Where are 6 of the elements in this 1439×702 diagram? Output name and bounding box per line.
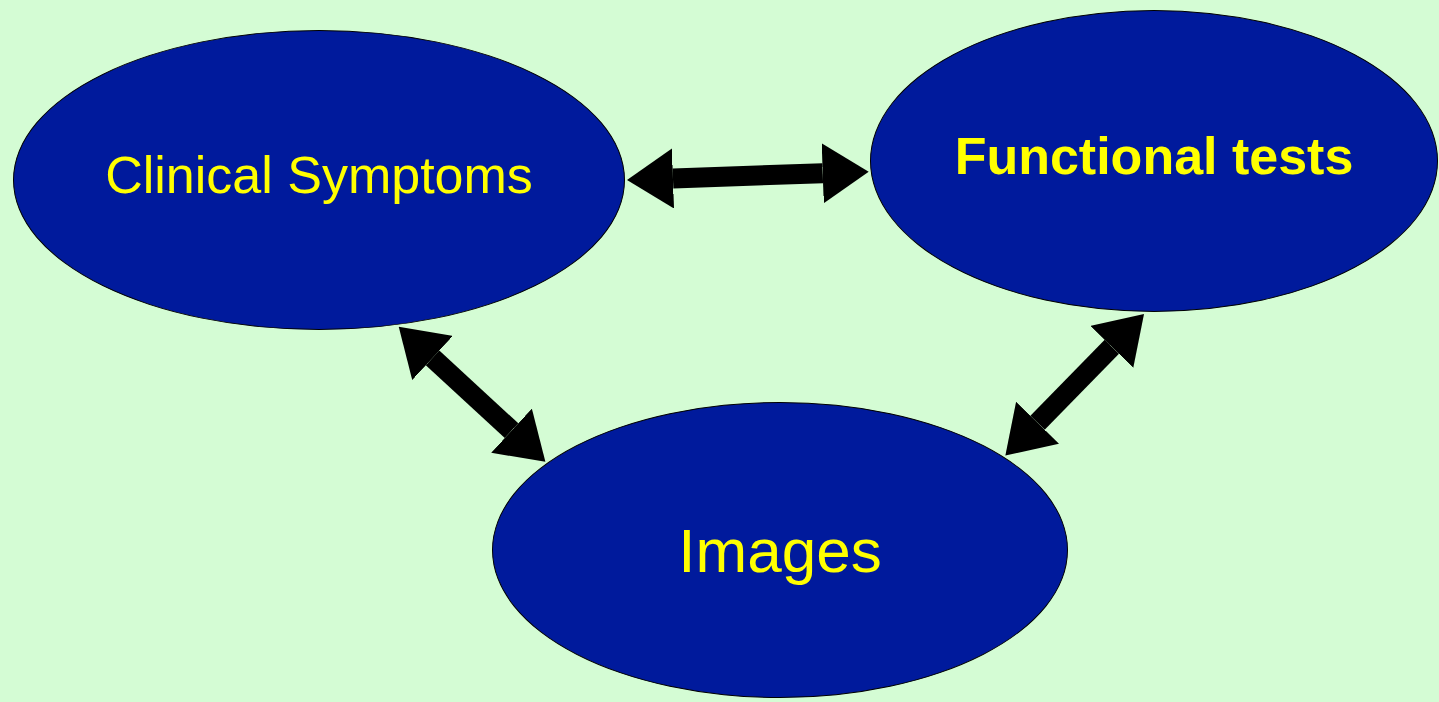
node-label: Clinical Symptoms — [105, 145, 533, 205]
node-label: Images — [678, 514, 882, 586]
double-arrow — [627, 143, 869, 209]
double-arrow — [398, 326, 546, 462]
node-label: Functional tests — [954, 126, 1354, 186]
double-arrow — [1005, 313, 1144, 456]
